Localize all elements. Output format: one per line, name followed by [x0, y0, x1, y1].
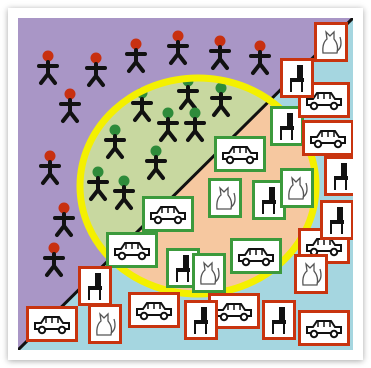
car-icon [106, 136, 282, 274]
chair-icon [78, 58, 353, 340]
cat-icon [88, 22, 348, 344]
cat-icon [192, 168, 314, 293]
picture-frame [8, 8, 363, 360]
venn-illustration [18, 18, 353, 350]
intersection-circle [76, 74, 320, 298]
